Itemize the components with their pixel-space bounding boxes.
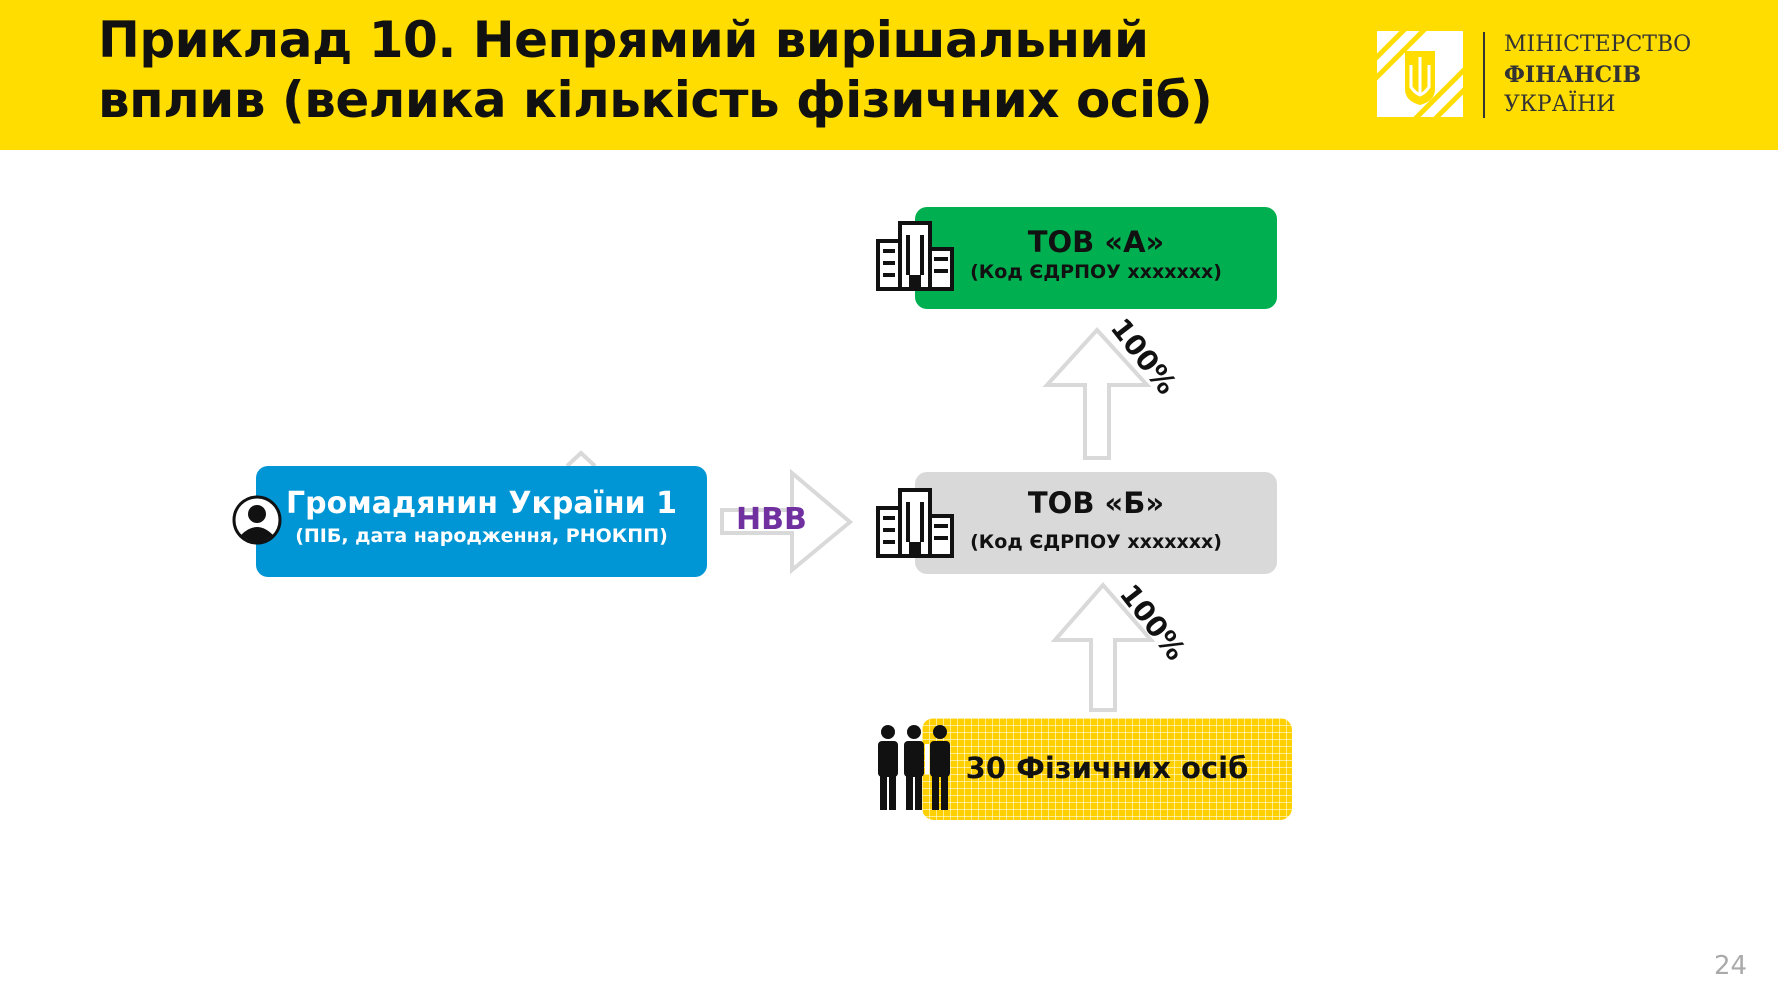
nvv-label: НВВ: [736, 502, 807, 537]
persons-title: 30 Фізичних осіб: [965, 751, 1249, 785]
slide-title: Приклад 10. Непрямий вирішальний вплив (…: [98, 11, 1213, 129]
company-a-box: ТОВ «А» (Код ЄДРПОУ ххххххх): [915, 207, 1277, 309]
ministry-logo-text: МІНІСТЕРСТВО ФІНАНСІВ УКРАЇНИ: [1504, 30, 1691, 120]
arrow-b-to-a: [1042, 327, 1152, 460]
company-a-subtitle: (Код ЄДРПОУ ххххххх): [970, 261, 1222, 283]
citizen-subtitle: (ПІБ, дата народження, РНОКПП): [295, 525, 668, 547]
people-icon: [875, 725, 950, 810]
coat-of-arms-icon: [1377, 31, 1463, 117]
building-icon: [876, 488, 954, 558]
arrow-citizen-to-b: [720, 468, 854, 575]
page-number: 24: [1714, 951, 1748, 981]
header-bar: Приклад 10. Непрямий вирішальний вплив (…: [0, 0, 1778, 150]
citizen-box: Громадянин України 1 (ПІБ, дата народжен…: [256, 466, 707, 577]
arrow-persons-to-b: [1050, 581, 1156, 712]
ministry-line-1: МІНІСТЕРСТВО: [1504, 32, 1692, 57]
arrow-faint-tip: [565, 450, 597, 468]
ministry-divider: [1483, 32, 1485, 118]
ministry-line-2: ФІНАНСІВ: [1504, 62, 1642, 88]
ministry-line-3: УКРАЇНИ: [1504, 92, 1616, 117]
company-a-title: ТОВ «А»: [1027, 225, 1165, 259]
citizen-title: Громадянин України 1: [286, 486, 677, 521]
company-b-box: ТОВ «Б» (Код ЄДРПОУ ххххххх): [915, 472, 1277, 574]
building-icon: [876, 221, 954, 291]
person-icon: [232, 495, 282, 545]
persons-box: 30 Фізичних осіб: [922, 718, 1292, 820]
company-b-subtitle: (Код ЄДРПОУ ххххххх): [970, 531, 1222, 553]
company-b-title: ТОВ «Б»: [1027, 486, 1165, 520]
